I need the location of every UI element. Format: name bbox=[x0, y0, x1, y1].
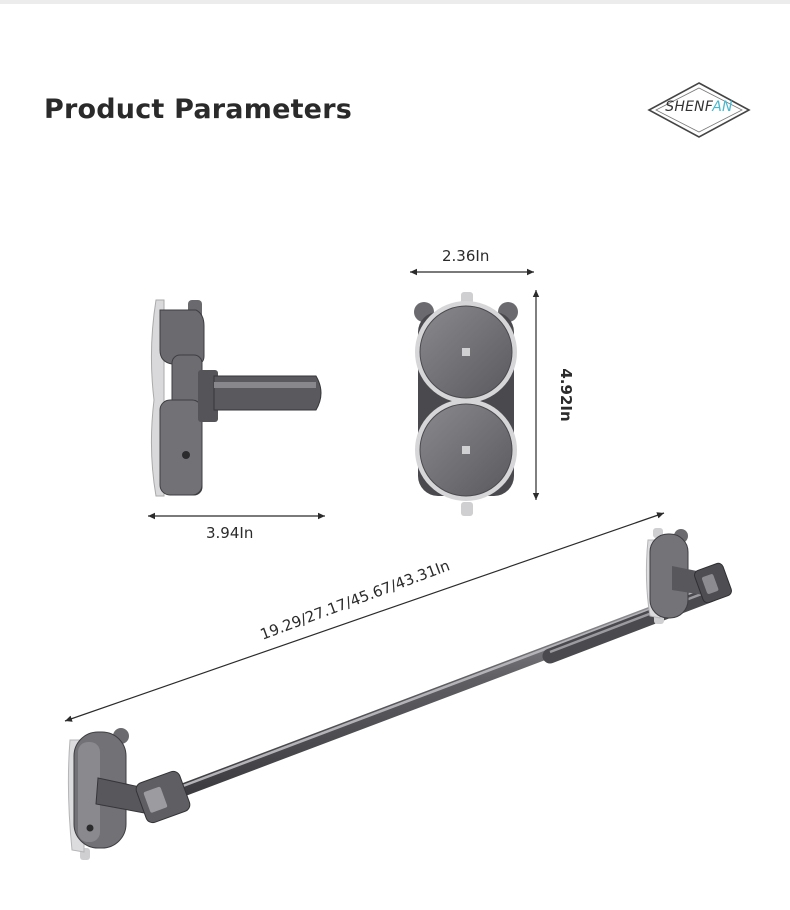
bar-length-dimension-line bbox=[64, 512, 665, 722]
logo-wordmark: SHENFAN bbox=[646, 99, 752, 115]
page-title: Product Parameters bbox=[44, 94, 352, 125]
top-border bbox=[0, 0, 790, 4]
side-width-label: 3.94In bbox=[206, 524, 254, 542]
left-wall-mount bbox=[67, 728, 191, 860]
front-height-label: 4.92In bbox=[557, 368, 575, 422]
logo-brand-accent-text: AN bbox=[712, 99, 733, 115]
logo-diamond-icon bbox=[647, 82, 751, 138]
brand-logo: SHENFAN bbox=[646, 80, 752, 140]
logo-brand-text: SHENF bbox=[665, 99, 713, 115]
right-wall-mount bbox=[645, 528, 733, 624]
front-width-label: 2.36In bbox=[442, 247, 490, 265]
towel-bar-rod bbox=[168, 583, 720, 800]
side-view-bracket bbox=[150, 299, 322, 497]
front-view-bracket bbox=[414, 292, 518, 516]
